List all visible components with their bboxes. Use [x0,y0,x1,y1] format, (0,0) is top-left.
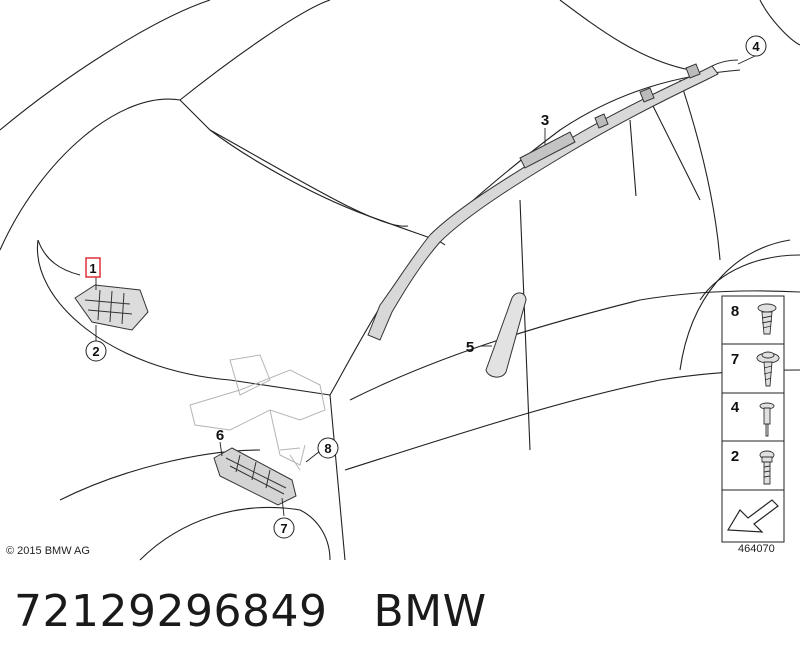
knee-airbag [213,447,297,506]
rivet-icon [759,402,775,437]
fastener-legend: 8 7 4 2 [721,295,785,543]
callout-8: 8 [317,437,339,459]
flange-screw-icon [756,351,780,387]
legend-label-7: 7 [731,351,739,368]
part-caption: 72129296849 BMW [14,586,487,637]
screw-icon [757,303,777,335]
callout-4: 4 [745,35,767,57]
diagram-number: 464070 [738,543,775,555]
side-airbag [485,292,527,378]
callout-1: 1 [85,257,101,278]
bolt-icon [759,450,775,485]
callout-4-label: 4 [752,39,760,54]
legend-row-4: 4 [731,399,775,437]
legend-row-2: 2 [731,448,775,485]
callout-2-label: 2 [92,344,99,359]
callout-1-label: 1 [89,261,96,276]
callout-8-label: 8 [324,441,331,456]
callout-7-label: 7 [280,521,287,536]
leader-lines [95,55,756,517]
callout-2: 2 [85,340,107,362]
legend-row-7: 7 [731,351,780,387]
part-number: 72129296849 [14,586,328,637]
callout-6: 6 [216,427,224,444]
callout-3: 3 [541,112,549,129]
legend-label-4: 4 [731,399,740,416]
callout-5: 5 [466,339,474,356]
carrier-bracket [189,354,326,471]
arrow-pointer-icon [726,499,779,533]
parts-diagram: 1 2 3 4 5 6 7 8 8 [0,0,800,561]
callout-3-label: 3 [541,112,549,129]
callout-7: 7 [273,517,295,539]
legend-label-8: 8 [731,303,739,320]
callout-6-label: 6 [216,427,224,444]
brand-name: BMW [373,586,487,637]
passenger-airbag [74,284,149,331]
copyright-text: © 2015 BMW AG [6,545,90,557]
curtain-airbag [367,59,739,341]
legend-label-2: 2 [731,448,739,465]
callout-5-label: 5 [466,339,474,356]
legend-row-8: 8 [731,303,777,335]
